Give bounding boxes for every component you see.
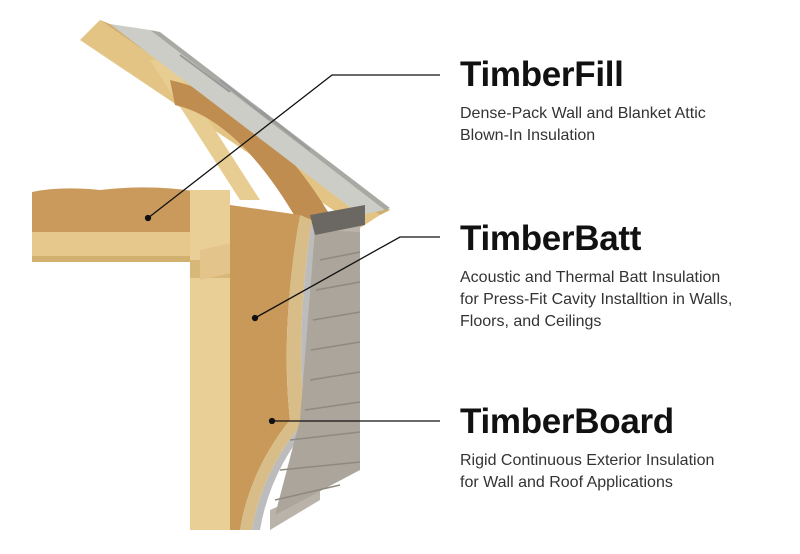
- product-timberboard: TimberBoard Rigid Continuous Exterior In…: [460, 402, 714, 494]
- product-description: Acoustic and Thermal Batt Insulation for…: [460, 269, 733, 330]
- leader-timberbatt: [254, 236, 440, 319]
- wall-cavity-insulation: [230, 205, 300, 530]
- product-title: TimberFill: [460, 55, 624, 94]
- product-timberfill: TimberFill Dense-Pack Wall and Blanket A…: [460, 55, 706, 147]
- product-description: Dense-Pack Wall and Blanket Attic Blown-…: [460, 105, 706, 144]
- product-title: TimberBoard: [460, 402, 674, 441]
- roof-insulation: [170, 80, 330, 225]
- product-description: Rigid Continuous Exterior Insulation for…: [460, 452, 715, 491]
- product-title: TimberBatt: [460, 219, 642, 258]
- product-timberbatt: TimberBatt Acoustic and Thermal Batt Ins…: [460, 219, 732, 333]
- attic-floor-insulation: [32, 187, 202, 262]
- roof-panels: [110, 24, 390, 215]
- exterior-siding: [270, 205, 365, 530]
- leader-lines: [144, 74, 440, 425]
- leader-timberfill: [147, 74, 440, 219]
